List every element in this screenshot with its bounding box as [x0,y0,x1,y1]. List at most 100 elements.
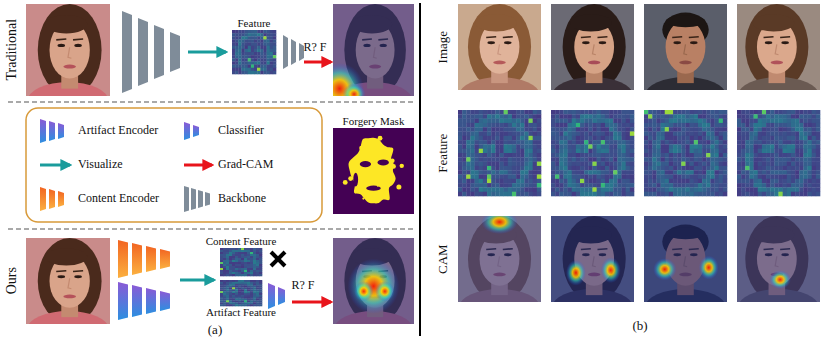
feature-cell [572,157,576,162]
feature-cell [737,175,741,180]
feature-cell [245,68,248,71]
feature-cell [710,132,714,137]
feature-cell [508,179,512,184]
feature-cell [749,140,753,145]
feature-cell [267,49,270,52]
feature-cell [648,183,652,188]
feature-cell [737,166,741,171]
illustration-detail [487,41,494,44]
feature-cell [609,123,613,128]
feature-cell [652,175,656,180]
feature-cell [479,110,483,115]
feature-cell [787,183,791,188]
feature-cell [475,110,479,115]
feature-cell [479,140,483,145]
feature-cell [710,110,714,115]
feature-cell [812,179,816,184]
feature-cell [593,187,597,192]
feature-cell [770,166,774,171]
feature-cell [710,123,714,128]
feature-cell [686,127,690,132]
feature-cell [812,114,816,119]
feature-cell [232,49,235,52]
feature-cell [504,153,508,158]
feature-cell [741,114,745,119]
feature-cell [690,144,694,149]
feature-cell [576,192,580,197]
feature-cell [555,119,559,124]
feature-cell [630,187,634,192]
feature-cell [257,46,260,49]
feature-cell [588,149,592,154]
feature-cell [754,110,758,115]
feature-cell [533,144,537,149]
feature-cell [495,192,499,197]
feature-cell [568,166,572,171]
feature-cell [779,166,783,171]
feature-cell [698,140,702,145]
feature-cell [559,114,563,119]
feature-cell [762,166,766,171]
feature-cell [605,114,609,119]
feature-cell [238,33,241,36]
visualize-arrow [180,279,214,282]
feature-cell [524,166,528,171]
feature-cell [622,192,626,197]
feature-cell [462,175,466,180]
feature-cell [791,166,795,171]
feature-cell [462,162,466,167]
feature-cell [475,140,479,145]
feature-cell [766,162,770,167]
feature-cell [677,162,681,167]
feature-cell [601,166,605,171]
feature-cell [260,58,263,61]
feature-cell [537,183,541,188]
feature-cell [533,110,537,115]
feature-cell [706,119,710,124]
feature-cell [673,162,677,167]
feature-cell [644,114,648,119]
feature-cell [251,36,254,39]
feature-cell [267,52,270,55]
feature-cell [260,46,263,49]
feature-cell [702,119,706,124]
feature-cell [737,153,741,158]
feature-cell [626,192,630,197]
feature-cell [232,71,235,74]
feature-cell [588,166,592,171]
feature-cell [626,110,630,115]
feature-cell [458,175,462,180]
feature-cell [470,183,474,188]
feature-cell [770,144,774,149]
feature-cell [652,183,656,188]
feature-cell [758,140,762,145]
feature-cell [470,123,474,128]
feature-cell [737,149,741,154]
feature-cell [254,71,257,74]
illustration-detail [58,44,66,47]
feature-cell [791,114,795,119]
feature-cell [737,183,741,188]
illustration-detail [679,61,691,65]
feature-cell [665,153,669,158]
feature-cell [520,140,524,145]
feature-cell [656,149,660,154]
feature-cell [677,175,681,180]
feature-cell [694,187,698,192]
feature-cell [803,132,807,137]
feature-cell [791,162,795,167]
feature-cell [758,119,762,124]
feature-cell [475,119,479,124]
feature-cell [609,170,613,175]
feature-cell [524,114,528,119]
feature-cell [568,119,572,124]
feature-cell [706,187,710,192]
feature-cell [816,110,820,115]
feature-cell [475,162,479,167]
feature-cell [584,157,588,162]
feature-cell [555,162,559,167]
feature-cell [504,192,508,197]
feature-cell [529,157,533,162]
feature-cell [791,136,795,141]
feature-cell [601,187,605,192]
